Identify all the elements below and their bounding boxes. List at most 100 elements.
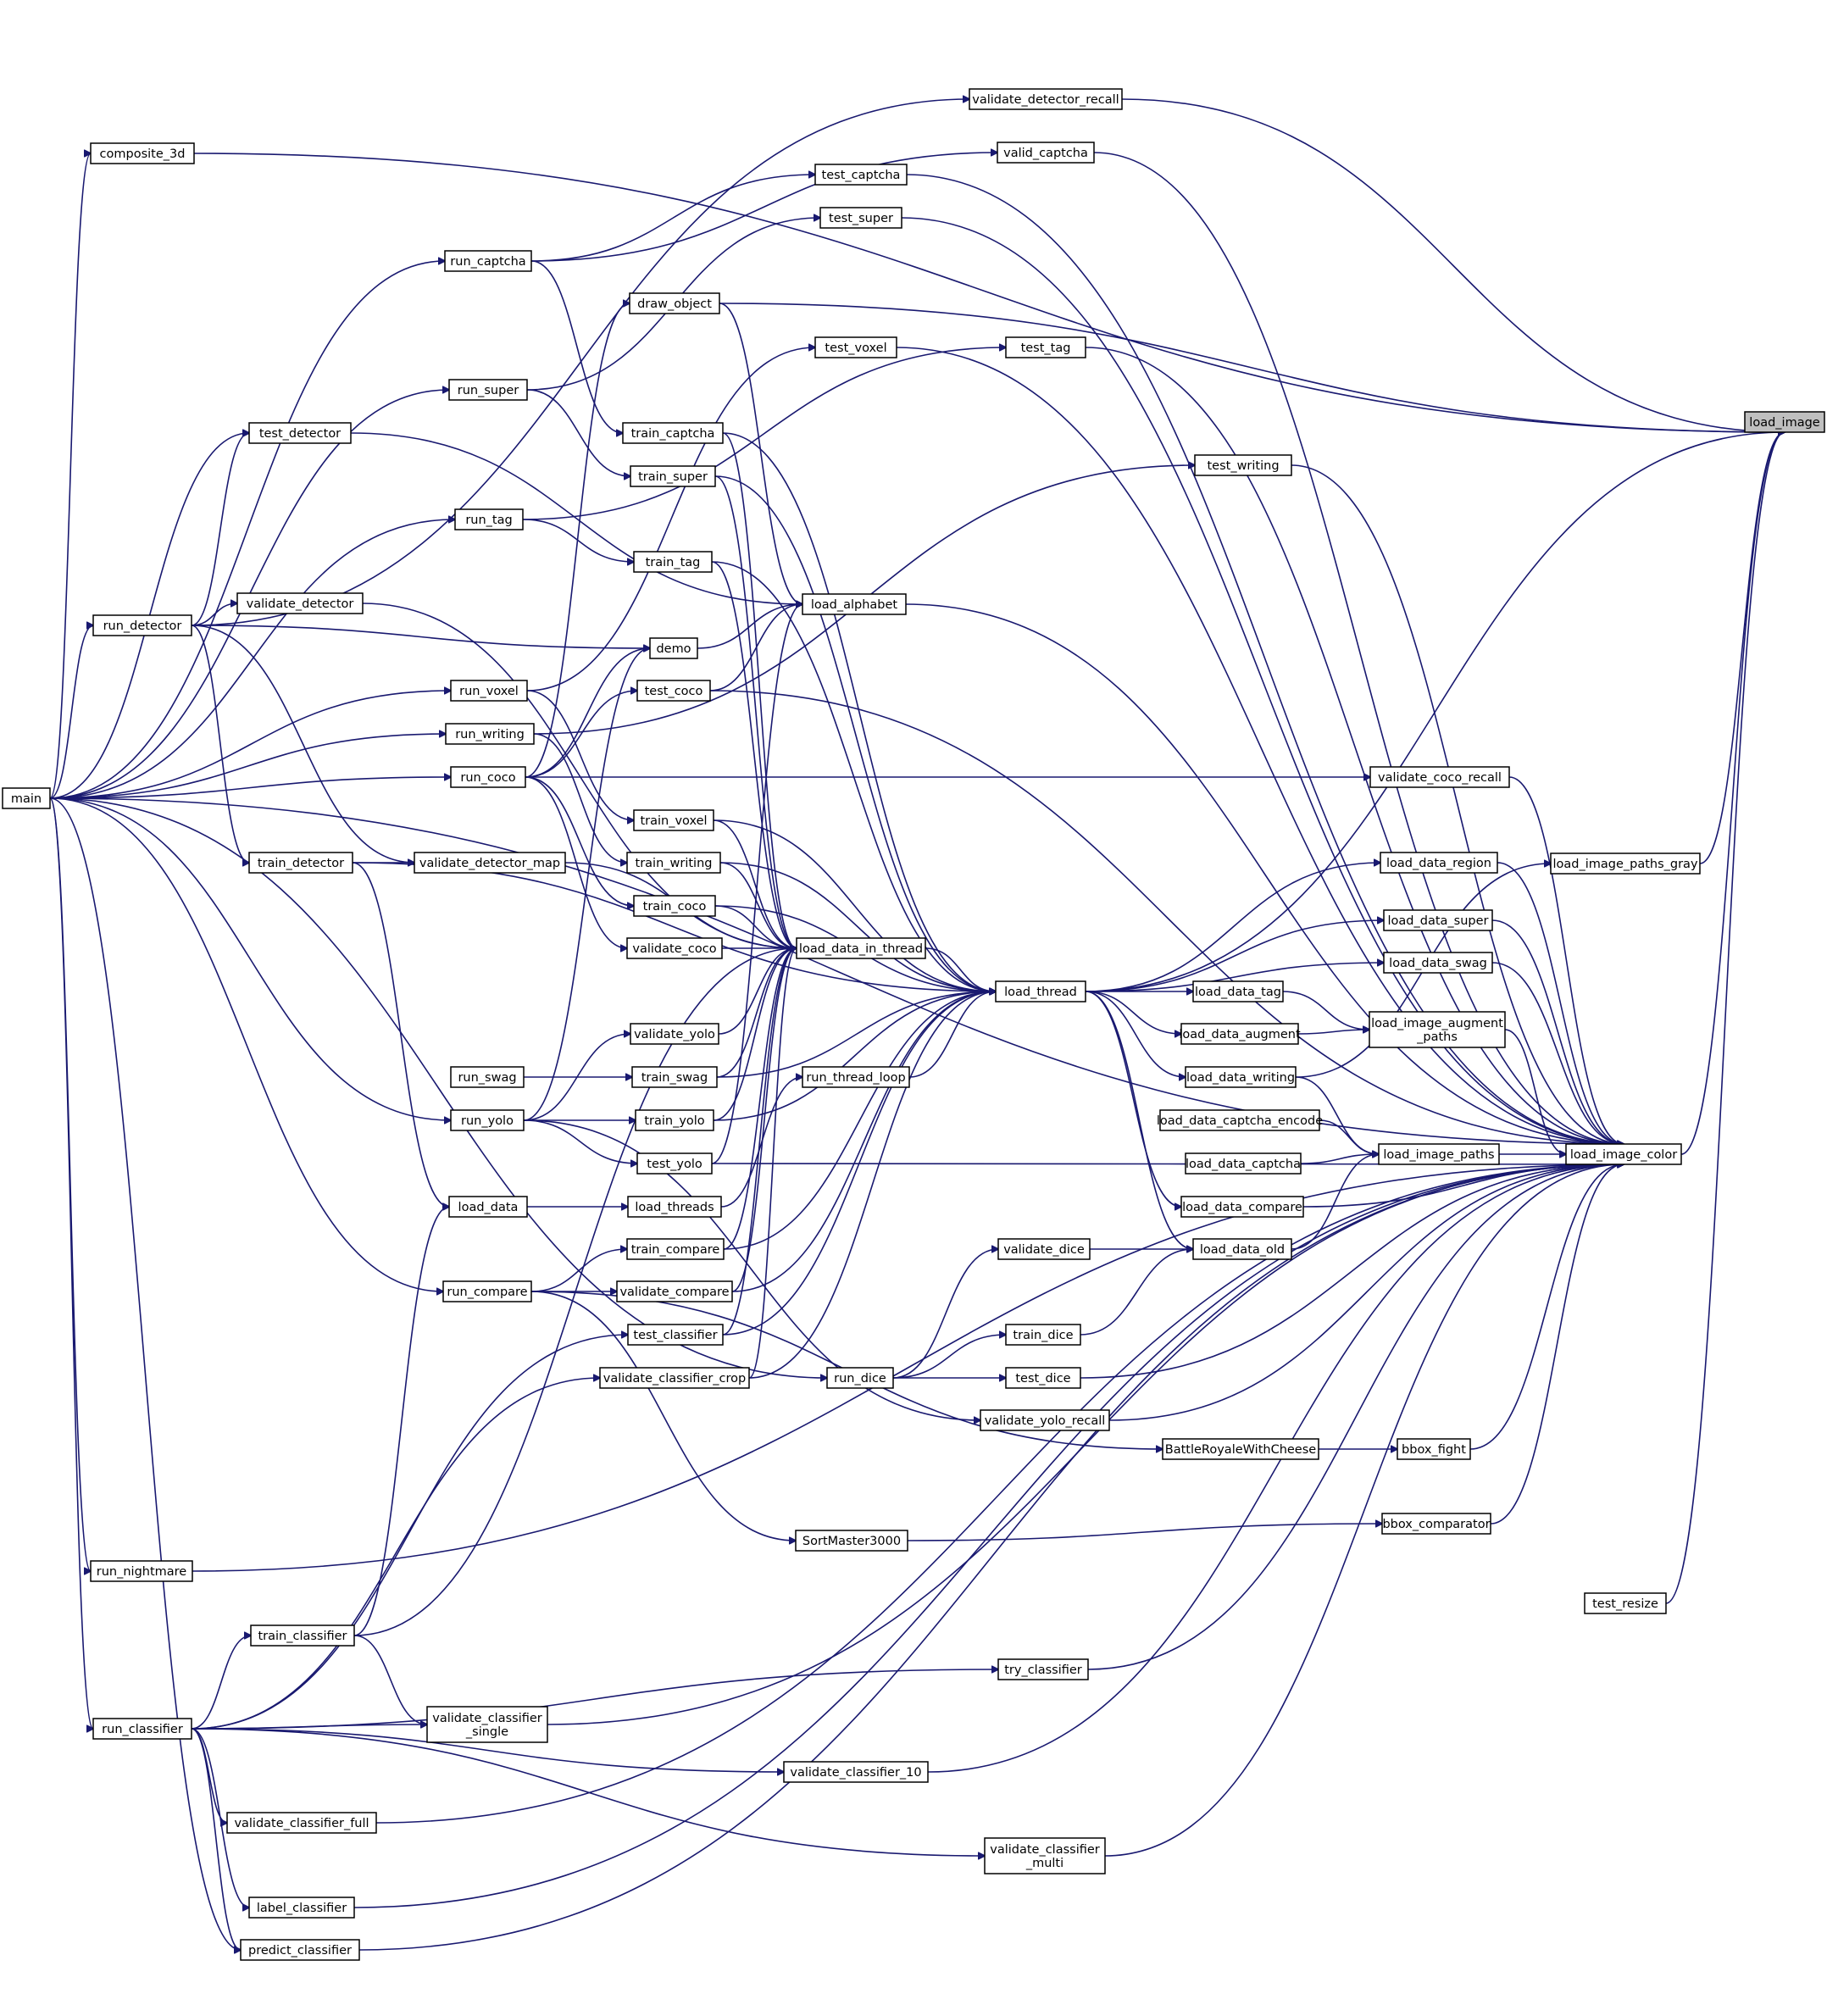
node-run-thread-loop[interactable]: run_thread_loop xyxy=(802,1066,910,1088)
node-battleroyalewithcheese[interactable]: BattleRoyaleWithCheese xyxy=(1162,1438,1319,1460)
edge-predict-classifier-to-load-image-color xyxy=(358,1164,1624,1951)
node-test-writing[interactable]: test_writing xyxy=(1194,454,1292,476)
node-run-classifier[interactable]: run_classifier xyxy=(92,1718,192,1740)
node-validate-yolo[interactable]: validate_yolo xyxy=(630,1023,719,1045)
node-load-data-old[interactable]: load_data_old xyxy=(1192,1238,1292,1260)
node-load-image-paths-gray[interactable]: load_image_paths_gray xyxy=(1550,852,1701,875)
node-load-data-in-thread[interactable]: load_data_in_thread xyxy=(796,937,926,959)
node-load-data-region[interactable]: load_data_region xyxy=(1380,852,1498,874)
node-load-image[interactable]: load_image xyxy=(1744,411,1825,433)
node-main[interactable]: main xyxy=(2,787,51,809)
node-validate-classifier-full[interactable]: validate_classifier_full xyxy=(226,1812,377,1834)
node-label: validate_detector xyxy=(247,597,354,611)
node-validate-detector-recall[interactable]: validate_detector_recall xyxy=(969,88,1123,110)
node-run-coco[interactable]: run_coco xyxy=(450,766,526,788)
node-validate-classifier-single[interactable]: validate_classifier_single xyxy=(426,1706,548,1743)
edge-test-detector-to-load-alphabet xyxy=(350,432,802,604)
node-bbox-fight[interactable]: bbox_fight xyxy=(1397,1438,1471,1460)
node-train-super[interactable]: train_super xyxy=(630,465,716,487)
edge-run-classifier-to-train-classifier xyxy=(191,1636,251,1730)
node-load-data-augment[interactable]: load_data_augment xyxy=(1179,1023,1301,1045)
node-composite-3d[interactable]: composite_3d xyxy=(90,142,195,164)
node-label: load_data_captcha_encode xyxy=(1157,1114,1323,1128)
edge-validate-coco-recall-to-load-image-color xyxy=(1508,776,1624,1144)
node-validate-classifier-multi[interactable]: validate_classifier_multi xyxy=(984,1837,1106,1874)
edge-run-detector-to-train-detector xyxy=(191,625,249,863)
node-train-detector[interactable]: train_detector xyxy=(248,852,353,874)
node-train-tag[interactable]: train_tag xyxy=(633,551,713,573)
node-load-data[interactable]: load_data xyxy=(448,1196,528,1218)
node-train-classifier[interactable]: train_classifier xyxy=(250,1624,355,1647)
node-train-coco[interactable]: train_coco xyxy=(633,895,716,917)
node-box xyxy=(1194,454,1292,476)
node-validate-yolo-recall[interactable]: validate_yolo_recall xyxy=(980,1409,1110,1431)
node-run-dice[interactable]: run_dice xyxy=(826,1367,894,1389)
node-test-resize[interactable]: test_resize xyxy=(1584,1592,1667,1614)
node-load-data-captcha[interactable]: load_data_captcha xyxy=(1185,1152,1302,1175)
node-test-super[interactable]: test_super xyxy=(819,207,902,229)
node-draw-object[interactable]: draw_object xyxy=(629,292,720,314)
node-train-writing[interactable]: train_writing xyxy=(626,852,721,874)
edge-run-compare-to-sortmaster3000 xyxy=(530,1291,796,1541)
node-test-voxel[interactable]: test_voxel xyxy=(814,336,897,358)
node-run-nightmare[interactable]: run_nightmare xyxy=(90,1560,193,1582)
node-predict-classifier[interactable]: predict_classifier xyxy=(240,1939,360,1961)
node-box xyxy=(1005,1324,1081,1346)
node-load-data-captcha-encode[interactable]: load_data_captcha_encode xyxy=(1157,1109,1323,1131)
node-train-dice[interactable]: train_dice xyxy=(1005,1324,1081,1346)
node-validate-dice[interactable]: validate_dice xyxy=(997,1238,1091,1260)
node-test-classifier[interactable]: test_classifier xyxy=(627,1324,724,1346)
node-load-thread[interactable]: load_thread xyxy=(995,980,1086,1002)
node-train-captcha[interactable]: train_captcha xyxy=(622,422,724,444)
node-validate-detector[interactable]: validate_detector xyxy=(236,592,364,614)
node-load-alphabet[interactable]: load_alphabet xyxy=(802,593,907,615)
node-load-data-super[interactable]: load_data_super xyxy=(1383,909,1493,931)
node-run-yolo[interactable]: run_yolo xyxy=(450,1109,525,1131)
node-valid-captcha[interactable]: valid_captcha xyxy=(997,142,1095,164)
node-load-threads[interactable]: load_threads xyxy=(627,1196,722,1218)
node-label-classifier[interactable]: label_classifier xyxy=(248,1897,355,1919)
node-box xyxy=(454,508,524,530)
node-run-writing[interactable]: run_writing xyxy=(445,723,535,745)
node-load-data-writing[interactable]: load_data_writing xyxy=(1185,1066,1297,1088)
node-validate-coco[interactable]: validate_coco xyxy=(626,937,723,959)
edge-train-super-to-load-data-in-thread xyxy=(714,475,797,948)
node-run-tag[interactable]: run_tag xyxy=(454,508,524,530)
node-load-image-augment-paths[interactable]: load_image_augment_paths xyxy=(1369,1011,1506,1048)
node-label: test_detector xyxy=(259,427,341,441)
node-run-compare[interactable]: run_compare xyxy=(442,1280,532,1302)
node-validate-coco-recall[interactable]: validate_coco_recall xyxy=(1369,766,1510,788)
node-test-coco[interactable]: test_coco xyxy=(636,680,711,702)
node-validate-classifier-crop[interactable]: validate_classifier_crop xyxy=(599,1367,750,1389)
edge-validate-detector-to-load-data-in-thread xyxy=(362,603,797,948)
node-load-data-swag[interactable]: load_data_swag xyxy=(1383,952,1493,974)
node-load-image-color[interactable]: load_image_color xyxy=(1565,1143,1682,1165)
node-run-super[interactable]: run_super xyxy=(448,379,528,401)
node-run-detector[interactable]: run_detector xyxy=(92,614,192,636)
node-run-voxel[interactable]: run_voxel xyxy=(450,680,528,702)
node-try-classifier[interactable]: try_classifier xyxy=(997,1658,1089,1680)
edge-run-classifier-to-try-classifier xyxy=(191,1669,998,1730)
node-sortmaster3000[interactable]: SortMaster3000 xyxy=(795,1530,908,1552)
node-bbox-comparator[interactable]: bbox_comparator xyxy=(1381,1513,1491,1535)
node-train-yolo[interactable]: train_yolo xyxy=(635,1109,714,1131)
node-load-image-paths[interactable]: load_image_paths xyxy=(1378,1143,1500,1165)
node-train-swag[interactable]: train_swag xyxy=(631,1066,718,1088)
node-run-swag[interactable]: run_swag xyxy=(450,1066,525,1088)
node-demo[interactable]: demo xyxy=(649,637,698,659)
node-load-data-tag[interactable]: load_data_tag xyxy=(1192,980,1284,1002)
node-test-dice[interactable]: test_dice xyxy=(1005,1367,1081,1389)
node-test-tag[interactable]: test_tag xyxy=(1005,336,1086,358)
node-train-compare[interactable]: train_compare xyxy=(626,1238,725,1260)
node-test-detector[interactable]: test_detector xyxy=(248,422,352,444)
node-test-captcha[interactable]: test_captcha xyxy=(814,164,908,186)
node-validate-detector-map[interactable]: validate_detector_map xyxy=(414,852,566,874)
node-box xyxy=(636,680,711,702)
node-run-captcha[interactable]: run_captcha xyxy=(444,250,532,272)
node-load-data-compare[interactable]: load_data_compare xyxy=(1180,1196,1304,1218)
node-test-yolo[interactable]: test_yolo xyxy=(636,1152,713,1175)
node-validate-compare[interactable]: validate_compare xyxy=(616,1280,733,1302)
node-validate-classifier-10[interactable]: validate_classifier_10 xyxy=(783,1761,929,1783)
node-train-voxel[interactable]: train_voxel xyxy=(633,809,714,831)
node-box xyxy=(626,937,723,959)
